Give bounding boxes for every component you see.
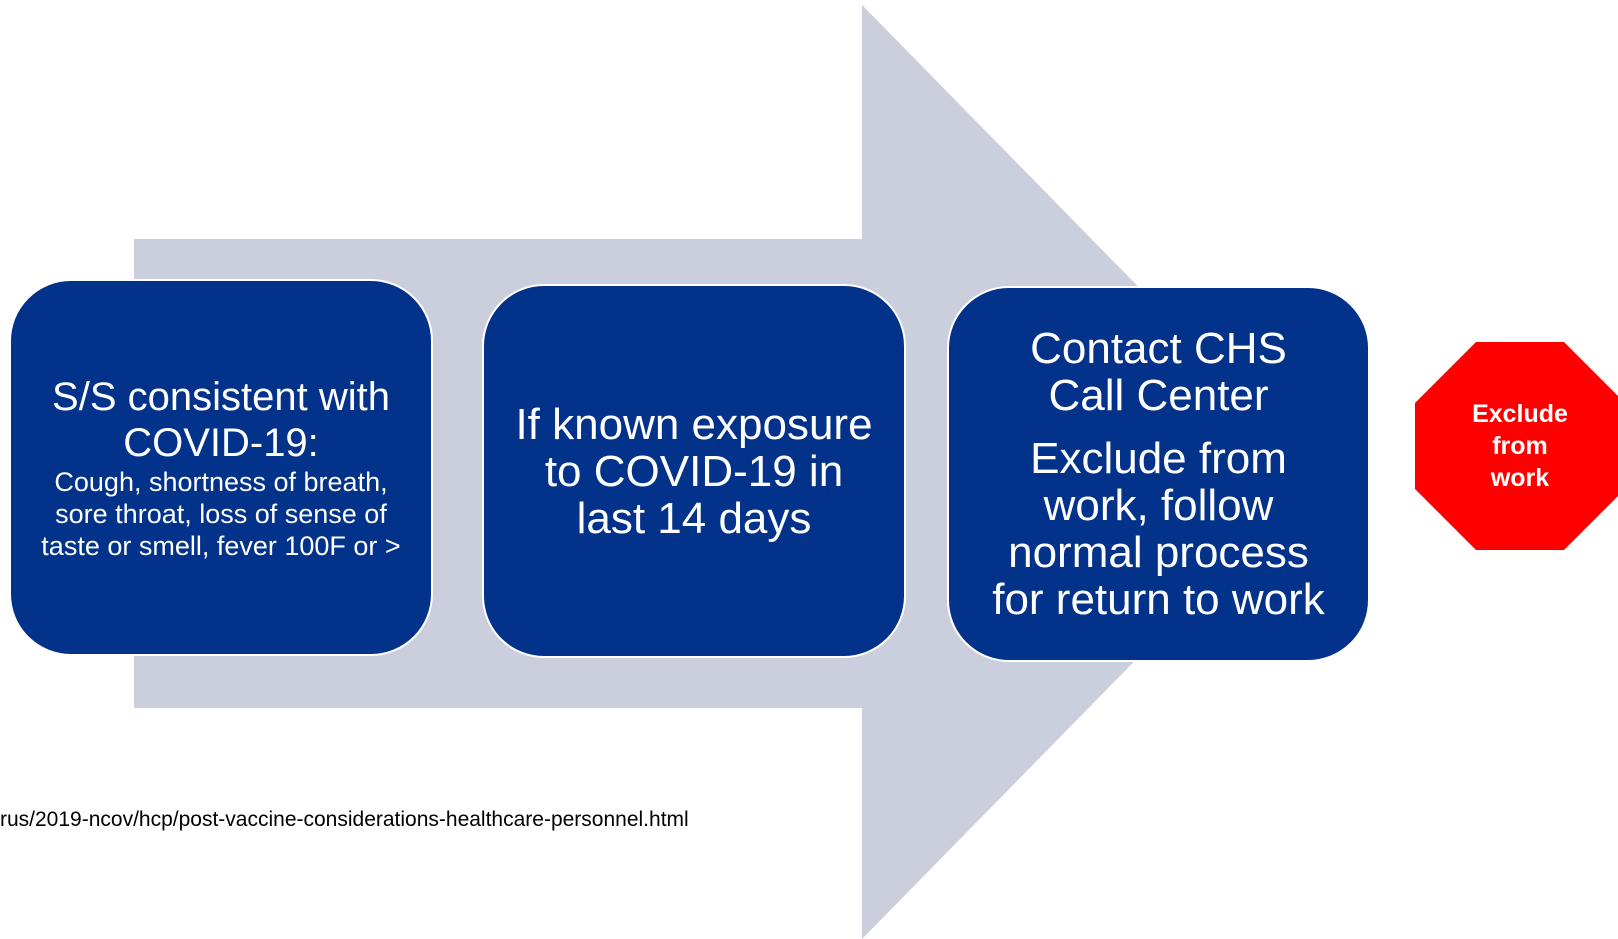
step-symptoms-heading: S/S consistent with COVID-19: [52, 374, 390, 465]
step-exposure-text: If known exposure to COVID-19 in last 14… [515, 399, 873, 543]
step-contact-box: Contact CHS Call Center Exclude from wor… [947, 286, 1370, 662]
source-url: rus/2019-ncov/hcp/post-vaccine-considera… [0, 808, 689, 831]
step-exposure-box: If known exposure to COVID-19 in last 14… [482, 284, 906, 658]
step-contact-text: Exclude from work, follow normal process… [992, 434, 1325, 624]
stop-sign-shape [1415, 342, 1618, 550]
step-symptoms-detail: Cough, shortness of breath, sore throat,… [41, 466, 401, 561]
stop-sign-label: Exclude from work [1472, 400, 1568, 492]
stop-sign-icon [1415, 342, 1618, 550]
step-symptoms-box: S/S consistent with COVID-19: Cough, sho… [9, 279, 433, 656]
step-contact-title: Contact CHS Call Center [1030, 324, 1287, 420]
